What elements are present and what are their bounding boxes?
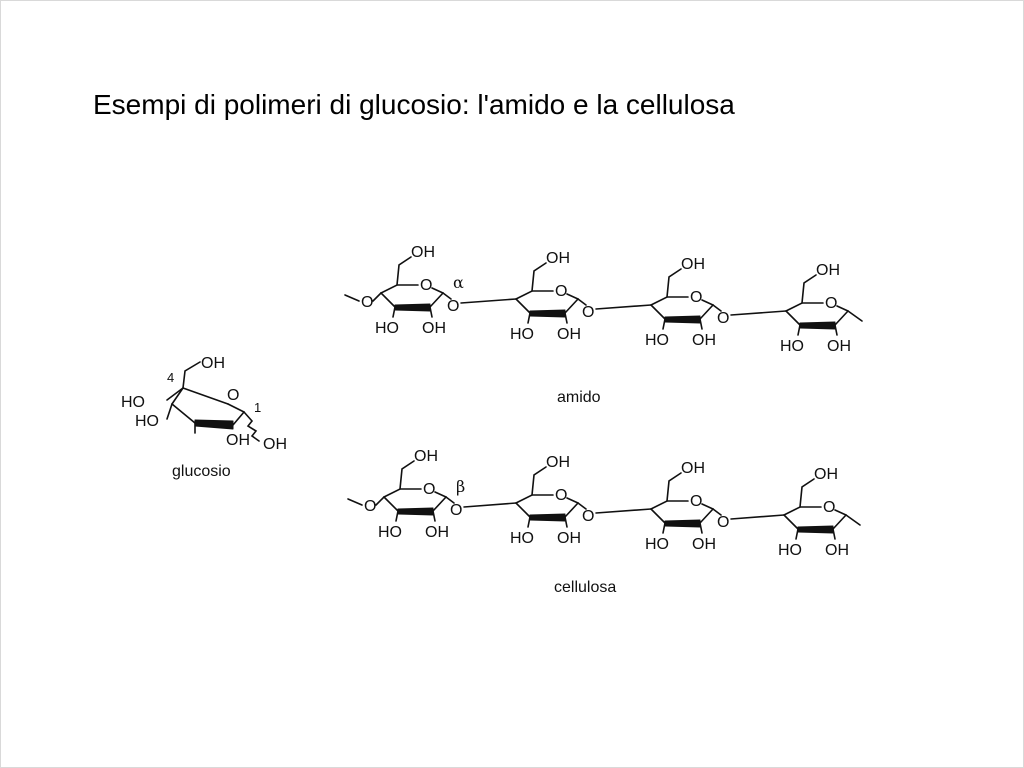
cellulose-unit-1-ch2oh-label: OH	[414, 448, 438, 465]
starch-unit-4-ch2oh-label: OH	[816, 262, 840, 279]
starch-unit-4-ring-oxygen: O	[825, 295, 837, 312]
glucose-c1-number: 1	[254, 400, 261, 415]
starch-unit-1-oh-label: OH	[422, 320, 446, 337]
starch-unit-2-oh-label: OH	[557, 326, 581, 343]
cellulose-anomer-symbol: β	[456, 477, 465, 496]
glucose-oh-c2: OH	[226, 432, 250, 449]
cellulose-unit-4-ho-label: HO	[778, 542, 802, 559]
cellulose-unit-2-ring-oxygen: O	[555, 487, 567, 504]
cellulose-unit-3: OH O HO OH	[645, 460, 716, 553]
starch-unit-4-ho-label: HO	[780, 338, 804, 355]
starch-unit-3-ho-label: HO	[645, 332, 669, 349]
glucose-caption: glucosio	[172, 463, 231, 480]
cellulose-glycosidic-oxygen-2: O	[582, 508, 594, 525]
starch-unit-3-ring-oxygen: O	[690, 289, 702, 306]
starch-unit-2-ring-oxygen: O	[555, 283, 567, 300]
starch-anomer-symbol: α	[453, 273, 464, 292]
starch-glycosidic-oxygen-1: O	[447, 298, 459, 315]
starch-unit-1: OH O HO OH	[375, 244, 446, 337]
cellulose-caption: cellulosa	[554, 579, 616, 596]
glucose-c4-number: 4	[167, 370, 174, 385]
cellulose-unit-4-oh-label: OH	[825, 542, 849, 559]
glucose-ho-c4: HO	[121, 394, 145, 411]
starch-unit-3-ch2oh-label: OH	[681, 256, 705, 273]
starch-unit-3-oh-label: OH	[692, 332, 716, 349]
cellulose-unit-1-ring-oxygen: O	[423, 481, 435, 498]
glucose-oh-c1: OH	[263, 436, 287, 453]
cellulose-unit-3-ring-oxygen: O	[690, 493, 702, 510]
starch-glycosidic-oxygen-2: O	[582, 304, 594, 321]
cellulose-start-oxygen: O	[364, 498, 376, 515]
cellulose-unit-3-ho-label: HO	[645, 536, 669, 553]
starch-caption: amido	[557, 389, 601, 406]
cellulose-unit-4-ring-oxygen: O	[823, 499, 835, 516]
cellulose-unit-2-oh-label: OH	[557, 530, 581, 547]
glucose-ring-oxygen: O	[227, 387, 239, 404]
cellulose-unit-2-ch2oh-label: OH	[546, 454, 570, 471]
starch-unit-1-ch2oh-label: OH	[411, 244, 435, 261]
cellulose-unit-4: OH O HO OH	[778, 466, 849, 559]
starch-unit-2: OH O HO OH	[510, 250, 581, 343]
starch-glycosidic-oxygen-3: O	[717, 310, 729, 327]
starch-unit-4-oh-label: OH	[827, 338, 851, 355]
cellulose-unit-3-oh-label: OH	[692, 536, 716, 553]
cellulose-unit-2: OH O HO OH	[510, 454, 581, 547]
starch-unit-2-ch2oh-label: OH	[546, 250, 570, 267]
glucose-ho-c3: HO	[135, 413, 159, 430]
cellulose-unit-1: OH O HO OH	[378, 448, 449, 541]
cellulose-unit-4-ch2oh-label: OH	[814, 466, 838, 483]
cellulose-unit-1-oh-label: OH	[425, 524, 449, 541]
page-title: Esempi di polimeri di glucosio: l'amido …	[93, 89, 735, 120]
cellulose-unit-1-ho-label: HO	[378, 524, 402, 541]
starch-unit-1-ring-oxygen: O	[420, 277, 432, 294]
starch-start-oxygen: O	[361, 294, 373, 311]
starch-unit-3: OH O HO OH	[645, 256, 716, 349]
glucose-ch2oh-label: OH	[201, 355, 225, 372]
starch-unit-2-ho-label: HO	[510, 326, 534, 343]
cellulose-unit-2-ho-label: HO	[510, 530, 534, 547]
glucose-molecule: OH O 4 1 HO HO OH OH glucosio	[121, 355, 287, 480]
cellulose-unit-3-ch2oh-label: OH	[681, 460, 705, 477]
cellulose-glycosidic-oxygen-1: O	[450, 502, 462, 519]
cellulose-glycosidic-oxygen-3: O	[717, 514, 729, 531]
starch-unit-4: OH O HO OH	[780, 262, 851, 355]
starch-unit-1-ho-label: HO	[375, 320, 399, 337]
